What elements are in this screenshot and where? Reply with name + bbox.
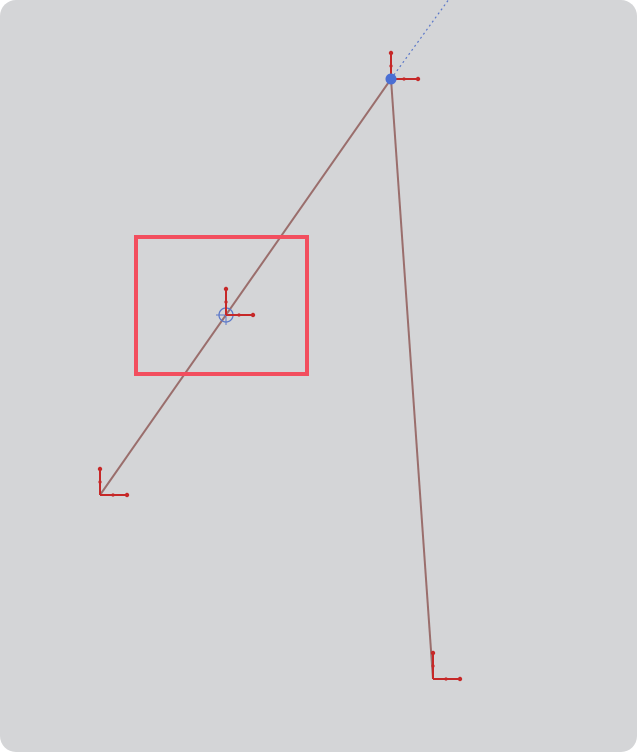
highlight-box	[134, 235, 309, 376]
sketch-segment-right[interactable]	[390, 78, 434, 680]
x-axis-tip	[457, 676, 463, 682]
x-axis-mid	[237, 313, 241, 317]
xy-axes-icon[interactable]	[430, 650, 463, 682]
xy-axes-icon[interactable]	[97, 466, 130, 498]
y-axis-tip	[388, 50, 394, 56]
construction-guide-line	[390, 0, 450, 80]
x-axis-tip	[250, 312, 256, 318]
y-axis-mid	[98, 480, 102, 484]
filled-circle-icon[interactable]	[385, 73, 397, 85]
y-axis-mid	[389, 64, 393, 68]
y-axis-tip	[223, 286, 229, 292]
x-axis-mid	[444, 677, 448, 681]
y-axis-mid	[431, 664, 435, 668]
x-axis-mid	[402, 77, 406, 81]
y-axis-tip	[430, 650, 436, 656]
x-axis-mid	[111, 493, 115, 497]
x-axis-tip	[415, 76, 421, 82]
sketch-segment-left[interactable]	[99, 78, 392, 496]
xy-axes-icon[interactable]	[223, 286, 256, 318]
y-axis-mid	[224, 300, 228, 304]
x-axis-tip	[124, 492, 130, 498]
y-axis-tip	[97, 466, 103, 472]
